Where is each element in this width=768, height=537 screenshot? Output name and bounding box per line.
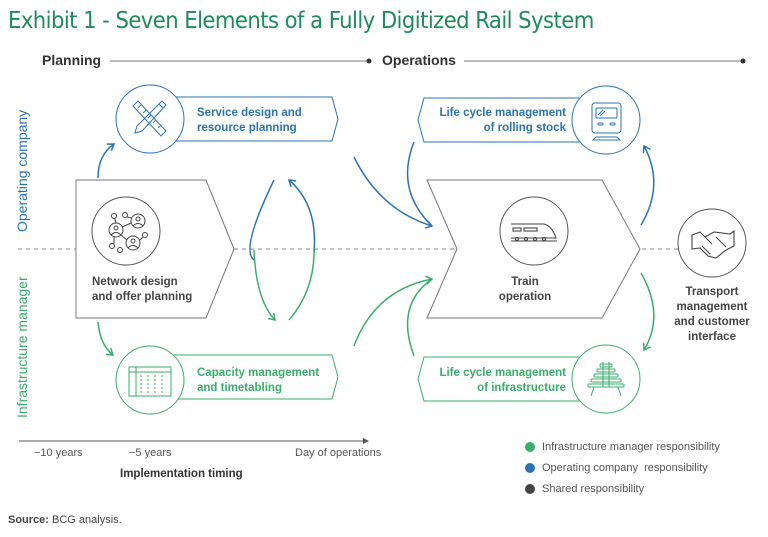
tick-minus-10-years: −10 years (34, 447, 83, 459)
arc-left-green (253, 249, 276, 321)
rolling-stock-icon-circle (571, 85, 641, 155)
side-label-operating-company: Operating company (14, 109, 30, 232)
transport-label: Transport management and customer interf… (674, 286, 750, 343)
network-design-icon-circle (91, 196, 161, 266)
arrow-capacity-to-train (353, 275, 434, 347)
arrow-infra-to-train (406, 278, 433, 357)
timing-axis-title: Implementation timing (120, 468, 243, 480)
arrow-rolling-to-train (406, 141, 433, 227)
infrastructure-banner[interactable] (417, 356, 601, 402)
railway-track-icon (587, 362, 625, 397)
service-design-icon-circle (115, 84, 185, 154)
arrow-network-to-service (97, 143, 116, 179)
arrow-train-to-infrastructure (640, 272, 655, 352)
handshake-icon (691, 229, 735, 259)
legend-operating: Operating company responsibility (525, 462, 708, 474)
arrow-network-to-capacity (97, 321, 115, 356)
arc-right-blue (287, 179, 316, 253)
timetable-grid-icon (128, 366, 172, 397)
timing-axis-arrowhead (363, 438, 369, 444)
tick-day-of-operations: Day of operations (295, 447, 382, 459)
side-label-infrastructure-manager: Infrastructure manager (14, 276, 30, 418)
exhibit-title: Exhibit 1 - Seven Elements of a Fully Di… (8, 8, 594, 34)
legend-dot-dark (525, 484, 535, 494)
capacity-label: Capacity management and timetabling (197, 367, 320, 394)
phase-planning: Planning (42, 52, 102, 68)
tram-front-icon (591, 102, 622, 141)
network-design-label: Network design and offer planning (92, 276, 193, 303)
rolling-stock-label: Life cycle management of rolling stock (439, 107, 566, 134)
tick-minus-5-years: −5 years (129, 447, 172, 459)
legend-dot-green (525, 442, 535, 452)
arrow-service-to-capacity-blue (252, 180, 276, 248)
high-speed-train-icon (511, 223, 557, 242)
ruler-pencil-icon (132, 100, 167, 137)
legend-shared: Shared responsibility (525, 483, 644, 495)
planning-end-dot (366, 58, 372, 64)
infrastructure-label: Life cycle management of infrastructure (439, 367, 566, 394)
rolling-stock-banner[interactable] (417, 97, 601, 143)
legend-infrastructure: Infrastructure manager responsibility (525, 441, 720, 453)
operations-end-dot (740, 58, 746, 64)
network-people-icon (108, 212, 148, 253)
service-design-label: Service design and resource planning (197, 107, 302, 134)
capacity-icon-circle (115, 345, 185, 415)
phase-operations: Operations (382, 52, 456, 68)
transport-icon-circle (677, 208, 747, 278)
arc-left-blue (249, 179, 275, 261)
arrow-service-to-train (353, 156, 434, 229)
arc-right-green (288, 247, 315, 321)
source-note: Source: BCG analysis. (8, 514, 122, 526)
arrow-train-to-rolling (640, 144, 655, 226)
legend-dot-blue (525, 463, 535, 473)
train-operation-label: Train operation (498, 276, 552, 303)
